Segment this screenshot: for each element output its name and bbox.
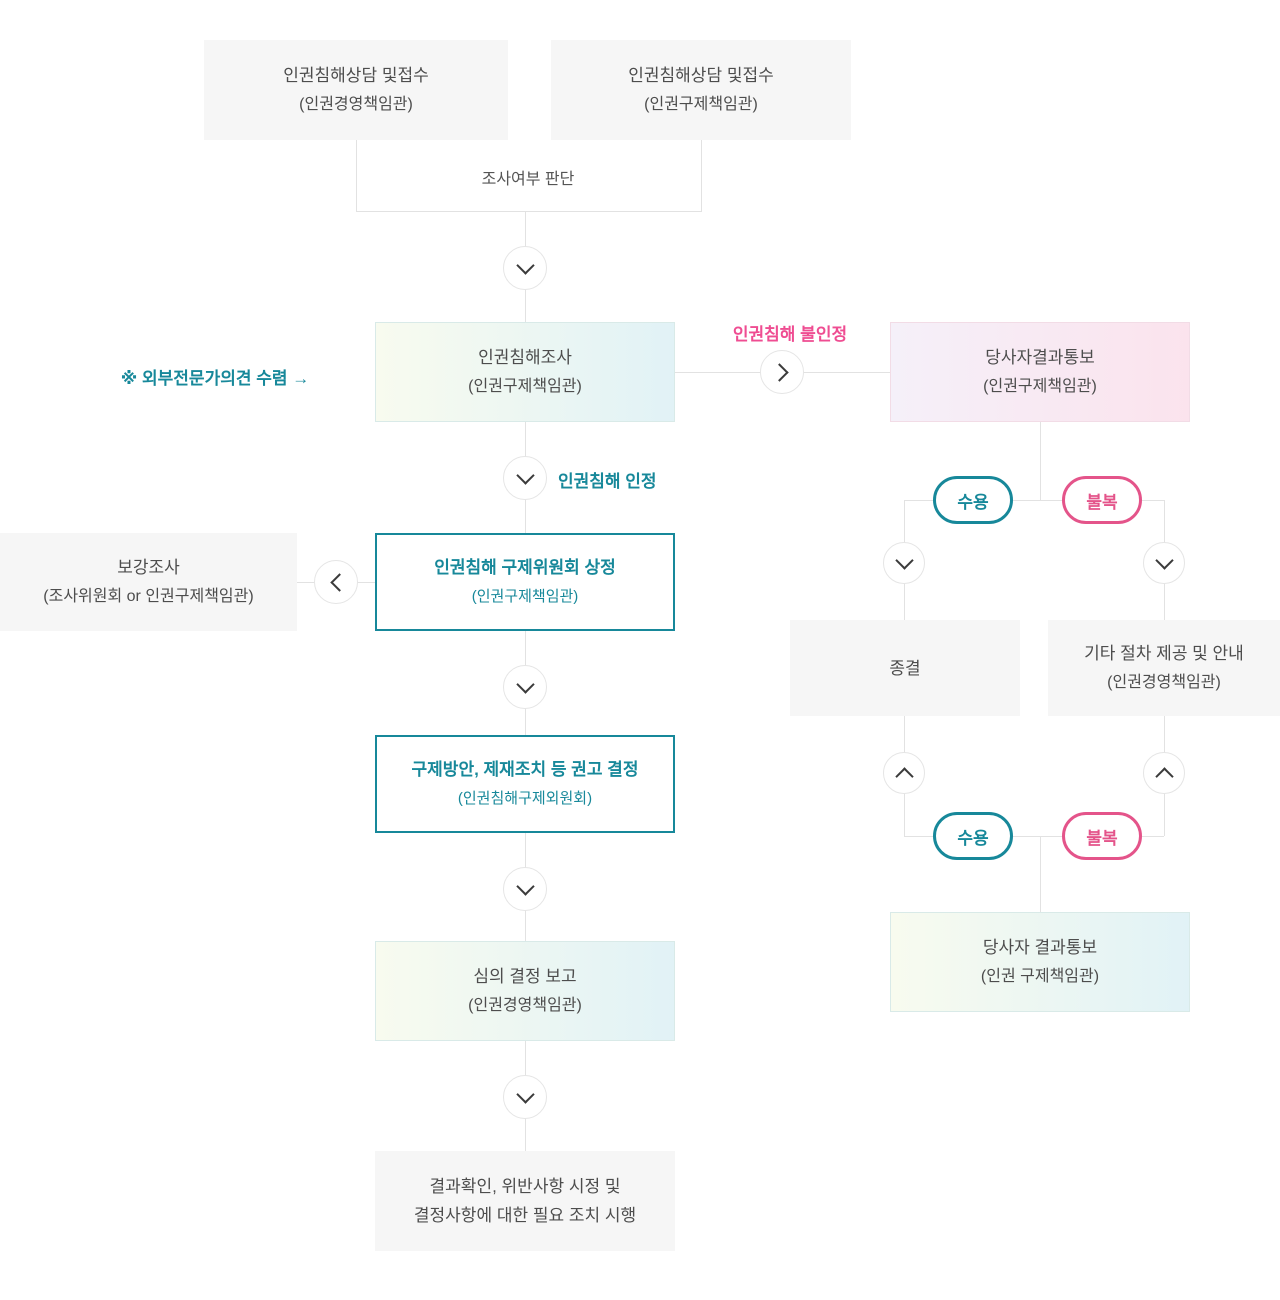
badge-appeal-1: 불복 [1062, 476, 1142, 524]
chevron-up-icon [1154, 766, 1174, 786]
node-subtitle: (인권구제책임관) [644, 96, 758, 113]
connector-chevron-down [503, 1075, 547, 1119]
connector-line [356, 211, 702, 212]
node-title: 종결 [889, 658, 921, 678]
node-subtitle: (인권경영책임관) [1107, 674, 1221, 691]
chevron-down-icon [515, 674, 535, 694]
judge-label: 조사여부 판단 [481, 171, 575, 188]
badge-accept-1: 수용 [933, 476, 1013, 524]
connector-line [904, 500, 1164, 501]
connector-chevron-down [503, 867, 547, 911]
node-closure: 종결 [790, 620, 1020, 716]
node-title: 당사자 결과통보 [982, 938, 1098, 957]
connector-chevron-left [314, 560, 358, 604]
not-recognized-label: 인권침해 불인정 [732, 325, 848, 344]
connector-line [904, 836, 1164, 837]
chevron-down-icon [894, 550, 914, 570]
node-subtitle: (인권침해구제외원회) [457, 790, 593, 807]
node-title: 구제방안, 제재조치 등 권고 결정 [411, 760, 639, 779]
chevron-left-icon [329, 572, 349, 592]
badge-accept-2: 수용 [933, 812, 1013, 860]
connector-line [1040, 836, 1041, 912]
node-title: 심의 결정 보고 [473, 967, 577, 986]
node-subtitle: (인권경영책임관) [299, 96, 413, 113]
chevron-down-icon [515, 1084, 535, 1104]
chevron-down-icon [515, 465, 535, 485]
badge-appeal-2: 불복 [1062, 812, 1142, 860]
node-subtitle: (인권구제책임관) [471, 588, 579, 605]
node-title: 인권침해조사 [478, 348, 572, 367]
node-subtitle: (인권구제책임관) [468, 378, 582, 395]
node-title: 인권침해상담 및접수 [283, 66, 429, 85]
node-title: 인권침해상담 및접수 [628, 66, 774, 85]
connector-chevron-up [1143, 752, 1185, 794]
node-title: 인권침해 구제위원회 상정 [434, 558, 616, 577]
recognized-label: 인권침해 인정 [558, 472, 657, 491]
chevron-right-icon [769, 362, 789, 382]
expert-annotation: ※ 외부전문가의견 수렴 → [120, 369, 310, 388]
node-supplementary: 보강조사 (조사위원회 or 인권구제책임관) [0, 533, 297, 631]
node-intake-right: 인권침해상담 및접수 (인권구제책임관) [551, 40, 851, 140]
node-investigation: 인권침해조사 (인권구제책임관) [375, 322, 675, 422]
chevron-down-icon [515, 255, 535, 275]
node-report: 심의 결정 보고 (인권경영책임관) [375, 941, 675, 1041]
chevron-up-icon [894, 766, 914, 786]
node-party-notice-2: 당사자 결과통보 (인권 구제책임관) [890, 912, 1190, 1012]
node-other-procedure: 기타 절차 제공 및 안내 (인권경영책임관) [1048, 620, 1280, 716]
connector-line [701, 140, 702, 211]
node-title: 보강조사 [117, 558, 180, 577]
node-committee: 인권침해 구제위원회 상정 (인권구제책임관) [375, 533, 675, 631]
connector-chevron-down [503, 246, 547, 290]
node-title: 당사자결과통보 [985, 348, 1095, 367]
connector-line [1040, 422, 1041, 500]
connector-chevron-right [760, 350, 804, 394]
node-title: 기타 절차 제공 및 안내 [1084, 644, 1244, 663]
node-subtitle: (인권구제책임관) [983, 378, 1097, 395]
connector-chevron-down [503, 456, 547, 500]
connector-chevron-down [503, 665, 547, 709]
connector-chevron-up [883, 752, 925, 794]
node-title: 결과확인, 위반사항 시정 및 [429, 1177, 621, 1196]
node-recommendation: 구제방안, 제재조치 등 권고 결정 (인권침해구제외원회) [375, 735, 675, 833]
node-subtitle: (조사위원회 or 인권구제책임관) [43, 588, 254, 605]
node-subtitle: (인권경영책임관) [468, 997, 582, 1014]
node-subtitle: (인권 구제책임관) [980, 968, 1100, 985]
node-intake-left: 인권침해상담 및접수 (인권경영책임관) [204, 40, 508, 140]
chevron-down-icon [1154, 550, 1174, 570]
node-title-line2: 결정사항에 대한 필요 조치 시행 [413, 1206, 637, 1225]
connector-line [356, 140, 357, 211]
connector-chevron-down [883, 542, 925, 584]
node-party-notice-1: 당사자결과통보 (인권구제책임관) [890, 322, 1190, 422]
connector-chevron-down [1143, 542, 1185, 584]
chevron-down-icon [515, 876, 535, 896]
node-followup: 결과확인, 위반사항 시정 및 결정사항에 대한 필요 조치 시행 [375, 1151, 675, 1251]
